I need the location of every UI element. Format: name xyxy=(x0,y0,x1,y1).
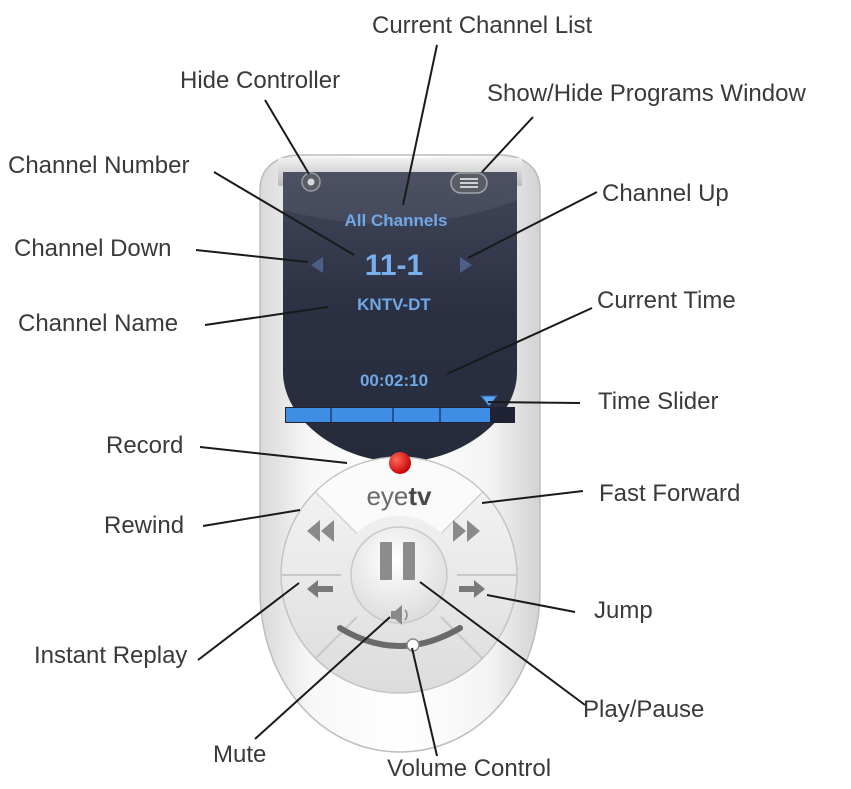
current-time-text: 00:02:10 xyxy=(360,371,428,390)
record-segment[interactable] xyxy=(316,457,482,533)
jump-button[interactable] xyxy=(459,580,485,598)
right-arrow-icon xyxy=(459,580,485,598)
label-play-pause: Play/Pause xyxy=(583,696,705,723)
list-lines-icon xyxy=(460,178,478,188)
label-volume-control: Volume Control xyxy=(387,755,552,782)
label-rewind: Rewind xyxy=(104,512,185,539)
label-hide-controller: Hide Controller xyxy=(180,67,341,94)
leader-lines xyxy=(195,44,598,757)
double-left-triangle-icon xyxy=(307,520,334,542)
label-channel-up: Channel Up xyxy=(602,180,729,207)
lcd-screen xyxy=(283,172,517,462)
fast-forward-button[interactable] xyxy=(453,520,480,542)
channel-up-button[interactable] xyxy=(460,257,472,273)
label-channel-name: Channel Name xyxy=(18,310,179,337)
label-current-channel-list: Current Channel List xyxy=(372,12,593,39)
label-fast-forward: Fast Forward xyxy=(599,480,741,507)
rewind-button[interactable] xyxy=(307,520,334,542)
label-record: Record xyxy=(106,432,184,459)
hide-controller-button[interactable] xyxy=(301,172,321,192)
label-channel-down: Channel Down xyxy=(14,235,172,262)
channel-list-text[interactable]: All Channels xyxy=(345,211,448,230)
label-instant-replay: Instant Replay xyxy=(34,642,188,669)
slider-thumb[interactable] xyxy=(479,395,499,407)
channel-name-text: KNTV-DT xyxy=(357,295,431,314)
channel-number-text: 11-1 xyxy=(365,249,423,282)
eyetv-logo: eyetv xyxy=(366,481,432,511)
channel-down-button[interactable] xyxy=(311,257,323,273)
time-slider[interactable] xyxy=(285,395,515,423)
label-channel-number: Channel Number xyxy=(8,152,190,179)
label-mute: Mute xyxy=(213,741,267,768)
double-right-triangle-icon xyxy=(453,520,480,542)
show-hide-programs-button[interactable] xyxy=(450,172,488,194)
dot-button-icon xyxy=(307,178,315,186)
instant-replay-button[interactable] xyxy=(307,580,333,598)
control-pad xyxy=(280,456,518,694)
play-pause-button[interactable] xyxy=(380,542,415,580)
left-arrow-icon xyxy=(307,580,333,598)
mute-button[interactable] xyxy=(391,605,408,625)
pause-bars-icon xyxy=(380,542,415,580)
label-show-hide-programs: Show/Hide Programs Window xyxy=(487,80,806,107)
volume-control[interactable] xyxy=(337,625,463,652)
label-current-time: Current Time xyxy=(597,287,736,314)
speaker-icon xyxy=(391,605,408,625)
label-time-slider: Time Slider xyxy=(598,388,719,415)
label-jump: Jump xyxy=(594,597,653,624)
record-button[interactable] xyxy=(389,452,411,474)
